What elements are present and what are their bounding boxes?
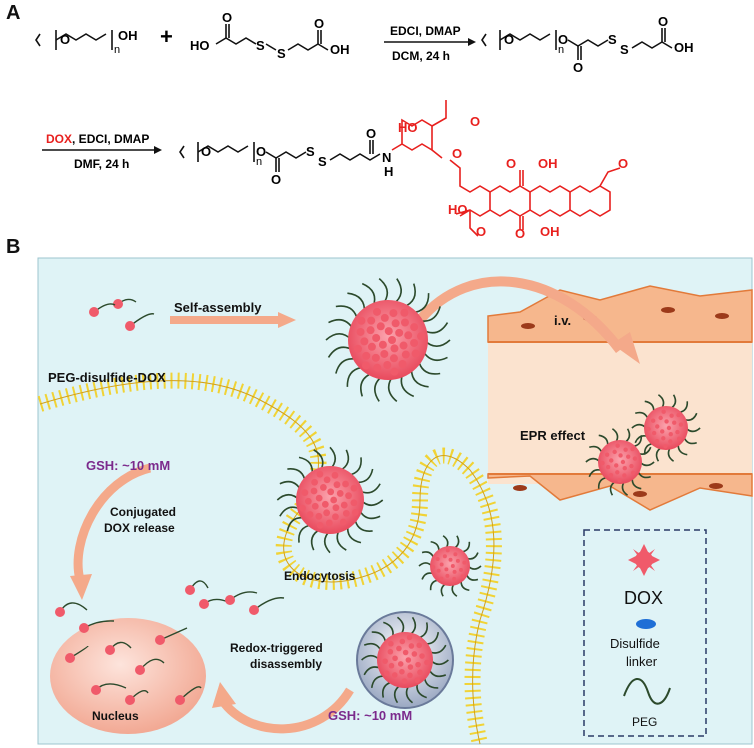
dox-ho-sugar: HO <box>398 120 418 135</box>
p1-o-1: O <box>504 32 514 47</box>
acid-o-right: O <box>314 16 324 31</box>
panel-a-reaction-scheme: O n OH + HO O S S O OH EDCI, DMAP DCM, 2… <box>35 10 694 240</box>
arrow-iv <box>416 276 624 354</box>
dox-o-glycosidic: O <box>452 146 462 161</box>
p2-amide-h: H <box>384 164 393 179</box>
acid-s1: S <box>256 38 265 53</box>
dox-conjugate <box>89 303 116 317</box>
micelle-in-endosome <box>361 616 449 704</box>
arrow-redox <box>218 687 354 734</box>
micelle-endocytosis <box>276 446 384 554</box>
p2-o-3: O <box>271 172 281 187</box>
micelle-epr-1 <box>631 394 701 462</box>
plus-sign: + <box>160 24 173 49</box>
dox-conjugate <box>125 313 155 331</box>
micelle-self-assembled <box>325 278 451 402</box>
dox-ho-ring: HO <box>448 202 468 217</box>
p1-o-3: O <box>573 60 583 75</box>
step2-dox: DOX <box>46 132 72 146</box>
p2-o-4: O <box>366 126 376 141</box>
label-redox: Redox-triggered <box>230 641 323 655</box>
micelles-layer <box>55 278 701 705</box>
dox-conjugate <box>55 602 88 617</box>
acid-oh-right: OH <box>330 42 350 57</box>
peg-n-subscript: n <box>114 44 120 56</box>
dox-conjugate <box>65 645 89 663</box>
step2-conditions-top: DOX, EDCI, DMAP <box>46 132 149 146</box>
legend-disulfide-label-1: Disulfide <box>610 636 660 651</box>
legend-dox-icon <box>628 544 660 576</box>
dox-conjugate <box>225 591 258 605</box>
dox-conjugate <box>125 690 149 705</box>
step1-conditions-top: EDCI, DMAP <box>390 24 461 38</box>
legend-disulfide-label-2: linker <box>626 654 658 669</box>
label-iv: i.v. <box>554 313 571 328</box>
peg-o-atom: O <box>60 32 70 47</box>
dox-oh-top: OH <box>538 156 558 171</box>
arrow-release <box>73 463 152 582</box>
dox-conjugate <box>249 597 285 615</box>
p1-s2: S <box>620 42 629 57</box>
dox-conjugate <box>105 641 132 655</box>
micelle-epr-2 <box>585 428 655 496</box>
peg-oh-group: OH <box>118 28 138 43</box>
dithiodipropionic-acid <box>215 24 329 51</box>
acid-s2: S <box>277 46 286 61</box>
dox-oh-bottom: OH <box>540 224 560 239</box>
p1-o-2: O <box>558 32 568 47</box>
label-gsh-bottom: GSH: ~10 mM <box>328 708 412 723</box>
label-self-assembly: Self-assembly <box>174 300 262 315</box>
dox-o-methoxy: O <box>618 156 628 171</box>
p1-s1: S <box>608 32 617 47</box>
p1-n: n <box>558 44 564 56</box>
label-epr-effect: EPR effect <box>520 428 586 443</box>
step1-conditions-bottom: DCM, 24 h <box>392 49 450 63</box>
peg-disulfide-acid-product <box>481 28 673 60</box>
dox-conjugate <box>185 580 209 595</box>
label-disassembly: disassembly <box>250 657 322 671</box>
label-dox-release: DOX release <box>104 521 175 535</box>
label-gsh-top: GSH: ~10 mM <box>86 458 170 473</box>
acid-ho-left: HO <box>190 38 210 53</box>
p2-s2: S <box>318 154 327 169</box>
p2-amide-n: N <box>382 150 391 165</box>
legend-disulfide-icon <box>636 619 656 629</box>
dox-conjugate <box>91 683 127 695</box>
micelle-small <box>418 535 482 597</box>
dox-o-ketone: O <box>476 224 486 239</box>
peg-oh-reactant <box>35 30 113 50</box>
dox-conjugate <box>155 627 188 645</box>
label-conjugated: Conjugated <box>110 505 176 519</box>
panel-a-letter: A <box>6 2 21 24</box>
cell-membrane <box>37 372 502 746</box>
acid-o-left: O <box>222 10 232 25</box>
peg-disulfide-dox-black <box>179 140 381 172</box>
p2-o-2: O <box>256 144 266 159</box>
nucleus <box>50 618 206 734</box>
p2-o-1: O <box>201 144 211 159</box>
dox-conjugate <box>175 686 202 705</box>
p2-n: n <box>256 156 262 168</box>
dox-o-ring: O <box>470 114 480 129</box>
dox-o-quinone-bottom: O <box>515 226 525 240</box>
dox-conjugate <box>113 298 137 309</box>
step2-conditions-bottom: DMF, 24 h <box>74 157 129 171</box>
legend-peg-label: PEG <box>632 715 657 729</box>
p1-o-4: O <box>658 14 668 29</box>
p1-oh: OH <box>674 40 694 55</box>
label-nucleus: Nucleus <box>92 709 139 723</box>
panel-b-letter: B <box>6 236 21 258</box>
label-endocytosis: Endocytosis <box>284 569 356 583</box>
dox-conjugate <box>79 620 115 633</box>
legend-peg-icon <box>623 678 671 705</box>
dox-conjugate <box>135 658 165 675</box>
legend-box: DOX Disulfide linker PEG <box>583 529 707 737</box>
p2-s1: S <box>306 144 315 159</box>
legend-dox-label: DOX <box>624 588 663 608</box>
label-peg-disulfide-dox: PEG-disulfide-DOX <box>48 370 166 385</box>
dox-o-quinone-top: O <box>506 156 516 171</box>
doxorubicin-structure <box>391 100 621 237</box>
step2-rest: , EDCI, DMAP <box>72 132 149 146</box>
